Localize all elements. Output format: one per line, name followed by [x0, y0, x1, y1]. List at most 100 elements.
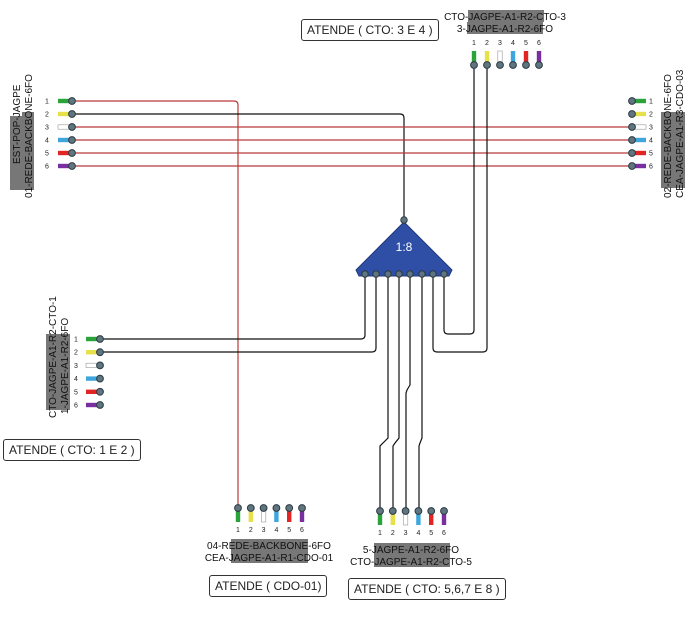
wire-red-left1-to-cdo01-1[interactable]	[72, 100, 239, 508]
fiber-4[interactable]: 4	[45, 136, 76, 145]
port[interactable]	[427, 507, 436, 515]
fiber-6[interactable]: 6	[535, 40, 543, 69]
connector-cea-cdo-03[interactable]: 1 2 3 4 5 6	[628, 97, 653, 171]
port[interactable]	[470, 61, 478, 69]
fiber-3[interactable]: 3	[259, 504, 268, 534]
port[interactable]	[272, 504, 281, 512]
note-atende-cto-5-8[interactable]: ATENDE ( CTO: 5,6,7 E 8 )	[348, 578, 506, 600]
port[interactable]	[628, 97, 636, 105]
port[interactable]	[483, 61, 491, 69]
wire-black-split4-to-cto5-2[interactable]	[392, 274, 400, 511]
port[interactable]	[628, 123, 636, 131]
splitter-output-port-6[interactable]	[418, 270, 426, 278]
port[interactable]	[376, 507, 384, 515]
fiber-1[interactable]: 1	[470, 40, 478, 69]
port[interactable]	[234, 504, 242, 512]
fiber-6[interactable]: 6	[298, 504, 306, 534]
port[interactable]	[496, 61, 504, 69]
wire-black-split7-to-cto3-2[interactable]	[432, 65, 488, 353]
fiber-5[interactable]: 5	[628, 149, 653, 158]
fiber-2[interactable]: 2	[483, 40, 491, 69]
fiber-1[interactable]: 1	[74, 335, 104, 344]
port[interactable]	[68, 97, 76, 105]
fiber-4[interactable]: 4	[628, 136, 653, 145]
port[interactable]	[509, 61, 517, 69]
splitter-output-port-2[interactable]	[372, 270, 380, 278]
port[interactable]	[96, 401, 104, 409]
port[interactable]	[285, 504, 294, 512]
connector-cto-1[interactable]: 1 2 3 4 5 6	[74, 335, 104, 410]
port[interactable]	[401, 507, 410, 515]
fiber-5[interactable]: 5	[522, 40, 530, 69]
connector-est-pop-jagpe[interactable]: 1 2 3 4 5 6	[45, 97, 76, 171]
fiber-2[interactable]: 2	[246, 504, 255, 534]
fiber-5[interactable]: 5	[285, 504, 294, 534]
port[interactable]	[96, 374, 104, 383]
fiber-5[interactable]: 5	[427, 507, 436, 537]
port[interactable]	[440, 507, 448, 515]
port[interactable]	[535, 61, 543, 69]
port[interactable]	[68, 136, 76, 144]
port[interactable]	[68, 110, 76, 118]
wire-black-split6-to-cto5-4[interactable]	[418, 274, 423, 511]
fiber-2[interactable]: 2	[628, 110, 653, 119]
fiber-2[interactable]: 2	[45, 110, 76, 119]
fiber-6[interactable]: 6	[440, 507, 448, 537]
fiber-6[interactable]: 6	[45, 162, 76, 171]
port[interactable]	[628, 162, 636, 170]
fiber-3[interactable]: 3	[74, 361, 104, 370]
fiber-5[interactable]: 5	[74, 387, 104, 396]
note-atende-cto-1-2[interactable]: ATENDE ( CTO: 1 E 2 )	[3, 439, 141, 461]
fiber-1[interactable]: 1	[376, 507, 384, 537]
fiber-1[interactable]: 1	[628, 97, 653, 106]
fiber-3[interactable]: 3	[496, 40, 504, 69]
fiber-3[interactable]: 3	[45, 123, 76, 132]
port[interactable]	[628, 136, 636, 144]
fiber-3[interactable]: 3	[401, 507, 410, 537]
splitter-output-port-7[interactable]	[429, 270, 437, 278]
fiber-4[interactable]: 4	[414, 507, 423, 537]
fiber-4[interactable]: 4	[272, 504, 281, 534]
fiber-6[interactable]: 6	[628, 162, 653, 171]
wire-black-split3-to-cto5-1[interactable]	[379, 274, 389, 511]
port[interactable]	[298, 504, 306, 512]
port[interactable]	[68, 123, 76, 131]
fiber-1[interactable]: 1	[234, 504, 242, 534]
port[interactable]	[96, 348, 104, 357]
wire-black-split8-to-cto3-1[interactable]	[443, 65, 475, 335]
fiber-2[interactable]: 2	[388, 507, 397, 537]
port[interactable]	[628, 149, 636, 157]
fiber-5[interactable]: 5	[45, 149, 76, 158]
fiber-3[interactable]: 3	[628, 123, 653, 132]
wire-black-split2-to-cto1-2[interactable]	[100, 274, 377, 353]
note-atende-cto-3-4[interactable]: ATENDE ( CTO: 3 E 4 )	[301, 19, 439, 41]
note-atende-cdo-01[interactable]: ATENDE ( CDO-01)	[209, 575, 328, 597]
wire-black-split5-to-cto5-3[interactable]	[405, 274, 411, 511]
port[interactable]	[388, 507, 397, 515]
port[interactable]	[96, 335, 104, 343]
splitter-input-port[interactable]	[400, 216, 408, 224]
wire-black-split1-to-cto1-1[interactable]	[100, 274, 366, 340]
port[interactable]	[628, 110, 636, 118]
splitter-output-port-5[interactable]	[406, 270, 414, 278]
port[interactable]	[414, 507, 423, 515]
fiber-2[interactable]: 2	[74, 348, 104, 357]
fiber-4[interactable]: 4	[74, 374, 104, 383]
port[interactable]	[96, 361, 104, 370]
fiber-1[interactable]: 1	[45, 97, 76, 106]
splitter-output-port-4[interactable]	[395, 270, 403, 278]
port[interactable]	[246, 504, 255, 512]
port[interactable]	[522, 61, 530, 69]
splitter-output-port-1[interactable]	[361, 270, 369, 278]
splitter-output-port-8[interactable]	[440, 270, 448, 278]
port[interactable]	[68, 162, 76, 170]
fiber-6[interactable]: 6	[74, 401, 104, 410]
splitter-output-port-3[interactable]	[384, 270, 392, 278]
fiber-4[interactable]: 4	[509, 40, 517, 69]
wire-black-left2-to-splitter-in[interactable]	[72, 113, 405, 220]
port[interactable]	[96, 387, 104, 396]
splitter-1x8[interactable]: 1:8	[355, 216, 453, 278]
port[interactable]	[259, 504, 268, 512]
